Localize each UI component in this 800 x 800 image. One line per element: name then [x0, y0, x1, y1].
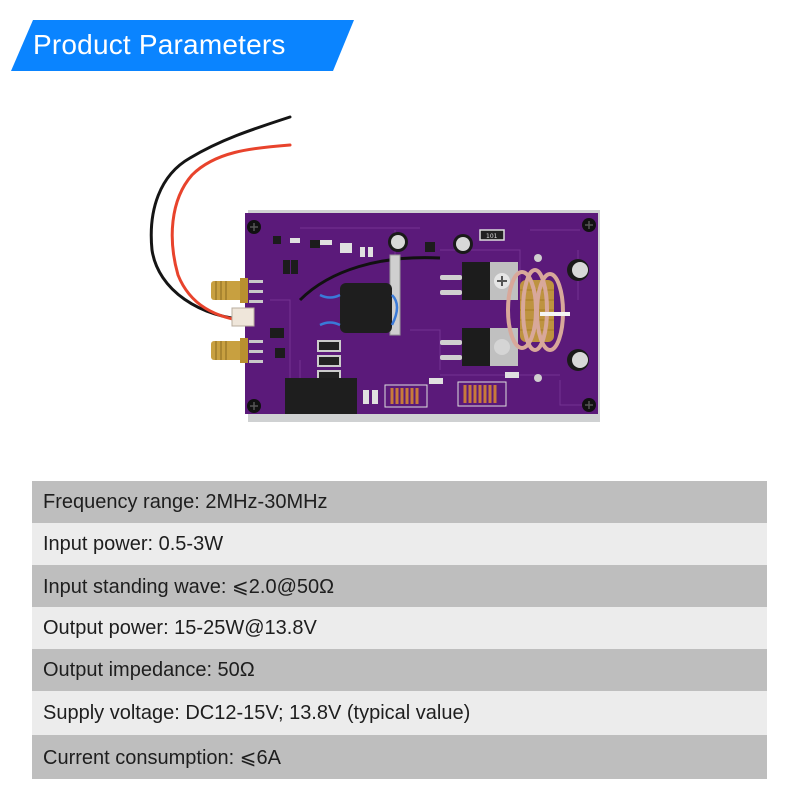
spec-row-supply-voltage: Supply voltage: DC12-15V; 13.8V (typical… [32, 691, 767, 735]
power-module [285, 378, 357, 414]
output-coil [506, 254, 570, 382]
spec-row-frequency-range: Frequency range: 2MHz-30MHz [32, 481, 767, 523]
spec-row-current-consumption: Current consumption: ⩽6A [32, 735, 767, 779]
spec-row-output-impedance: Output impedance: 50Ω [32, 649, 767, 691]
title-banner [11, 20, 354, 71]
sma-connectors [211, 278, 248, 363]
spec-row-input-standing-wave: Input standing wave: ⩽2.0@50Ω [32, 565, 767, 607]
specs-table: Frequency range: 2MHz-30MHz Input power:… [32, 481, 767, 779]
svg-text:101: 101 [486, 233, 498, 240]
spec-row-input-power: Input power: 0.5-3W [32, 523, 767, 565]
product-image: 101 [149, 115, 600, 422]
power-wires [149, 115, 292, 324]
page-title: Product Parameters [33, 29, 286, 60]
spec-row-output-power: Output power: 15-25W@13.8V [32, 607, 767, 649]
